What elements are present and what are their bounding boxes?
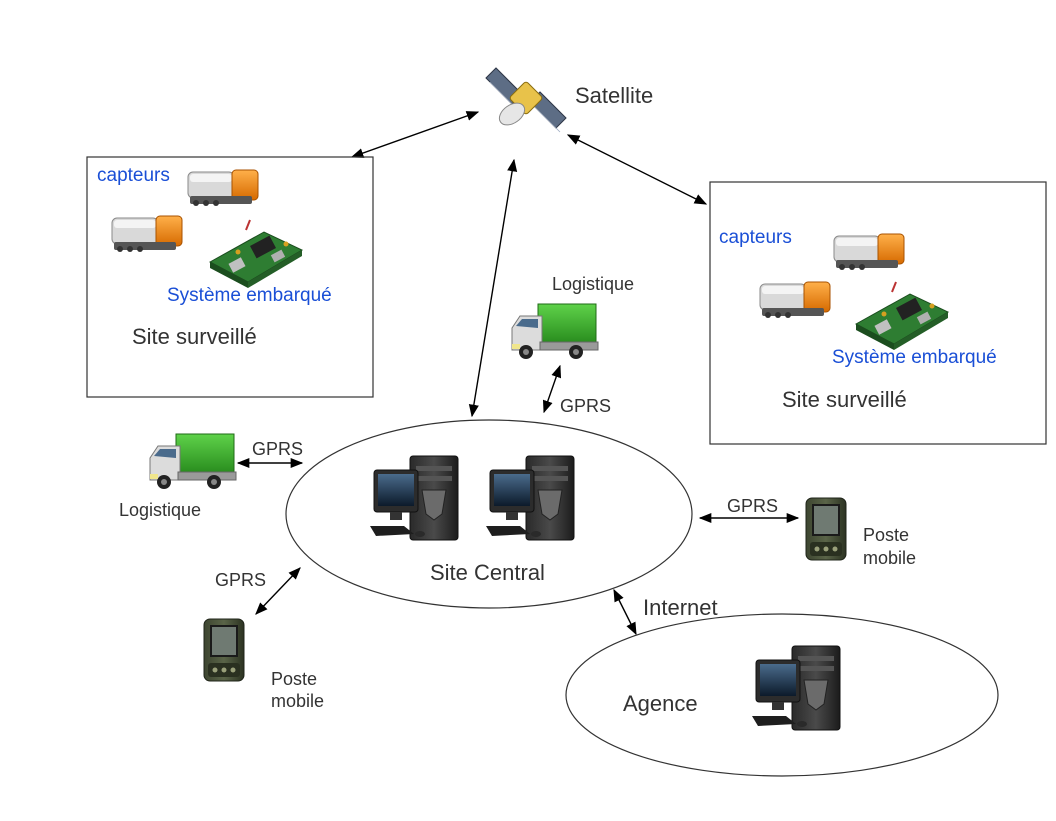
logistics-left-gprs-label: GPRS xyxy=(252,439,303,459)
mobile-left-gprs-label: GPRS xyxy=(215,570,266,590)
agency-ellipse xyxy=(565,613,999,777)
site-left-title: Site surveillé xyxy=(132,324,257,349)
satellite-node: Satellite xyxy=(485,67,653,133)
logistics-left-label: Logistique xyxy=(119,500,201,520)
internet-label: Internet xyxy=(643,595,718,620)
link-mobile-left-central xyxy=(255,567,301,615)
mobile-left-label-line1: Poste xyxy=(271,669,317,689)
site-right-embedded-label: Système embarqué xyxy=(832,347,997,368)
site-left-embedded-label: Système embarqué xyxy=(167,285,332,306)
truck-icon xyxy=(149,433,237,490)
link-satellite-central xyxy=(468,158,518,418)
central-site-ellipse xyxy=(285,419,693,609)
mobile-right-gprs-label: GPRS xyxy=(727,496,778,516)
sensor-icon xyxy=(833,233,905,271)
embedded-board-icon xyxy=(855,281,949,351)
embedded-board-icon xyxy=(209,219,303,289)
truck-icon xyxy=(511,303,599,360)
link-logistics-top-central xyxy=(542,364,562,414)
site-right-frame xyxy=(709,181,1047,445)
server-computer-icon xyxy=(485,455,575,541)
pda-icon xyxy=(805,497,847,561)
mobile-left: GPRS Poste mobile xyxy=(203,570,324,711)
computer-icon xyxy=(751,645,841,731)
logistics-left: GPRS Logistique xyxy=(119,433,303,520)
satellite-icon xyxy=(485,67,567,133)
logistics-top: Logistique GPRS xyxy=(511,274,634,416)
site-right-sensors-label: capteurs xyxy=(719,227,792,248)
site-left: capteurs Système embarqué Site surveillé xyxy=(86,156,374,398)
pda-icon xyxy=(203,618,245,682)
agency: Agence xyxy=(565,613,999,777)
site-right: capteurs Système embarqué Site surveillé xyxy=(709,181,1047,445)
sensor-icon xyxy=(111,215,183,253)
connections xyxy=(236,111,800,636)
mobile-left-label-line2: mobile xyxy=(271,691,324,711)
agency-label: Agence xyxy=(623,691,698,716)
logistics-top-label: Logistique xyxy=(552,274,634,294)
link-satellite-right-site xyxy=(566,134,708,205)
sensor-icon xyxy=(187,169,259,207)
mobile-right: GPRS Poste mobile xyxy=(727,496,916,568)
link-central-agency xyxy=(613,588,637,636)
link-satellite-left-site xyxy=(350,111,480,158)
site-left-sensors-label: capteurs xyxy=(97,165,170,186)
logistics-top-gprs-label: GPRS xyxy=(560,396,611,416)
satellite-label: Satellite xyxy=(575,83,653,108)
central-site: Site Central xyxy=(285,419,693,609)
site-left-frame xyxy=(86,156,374,398)
central-site-label: Site Central xyxy=(430,560,545,585)
mobile-right-label-line2: mobile xyxy=(863,548,916,568)
server-computer-icon xyxy=(369,455,459,541)
sensor-icon xyxy=(759,281,831,319)
site-right-title: Site surveillé xyxy=(782,387,907,412)
mobile-right-label-line1: Poste xyxy=(863,525,909,545)
